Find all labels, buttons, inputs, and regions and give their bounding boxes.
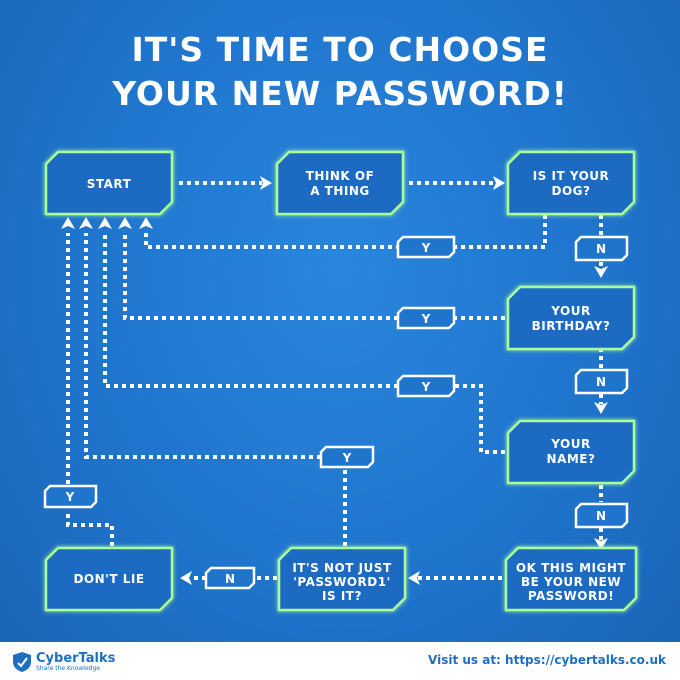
branch-labels: Y N Y N Y N Y	[43, 235, 629, 590]
label-no-name: N	[574, 502, 629, 529]
flowchart: START THINK OF A THING IS IT YOUR DOG? Y…	[43, 150, 638, 612]
node-password1-line-1: IT'S NOT JUST	[292, 561, 392, 575]
node-start-label: START	[87, 177, 132, 191]
connector-birthday-yes-start	[123, 233, 398, 320]
connector-dog-yes	[454, 215, 547, 249]
label-no-password1-text: N	[225, 572, 235, 586]
node-password1-line-2: 'PASSWORD1'	[293, 575, 391, 589]
label-no-dog: N	[574, 235, 629, 262]
node-think: THINK OF A THING	[275, 150, 405, 216]
label-no-name-text: N	[596, 509, 606, 523]
arrowhead-start-2	[79, 217, 93, 229]
connector-dontlie-yes	[66, 510, 114, 546]
page-title: IT'S TIME TO CHOOSE YOUR NEW PASSWORD!	[0, 28, 680, 116]
arrowhead-start-3	[98, 217, 112, 229]
node-password1-line-3: IS IT?	[322, 589, 362, 603]
arrowhead-start-1	[61, 217, 75, 229]
connector-dog-yes-start	[144, 233, 400, 249]
label-yes-dontlie-text: Y	[65, 490, 75, 504]
node-name-line-2: NAME?	[547, 452, 596, 466]
node-ok-line-3: PASSWORD!	[528, 589, 614, 603]
label-yes-dontlie: Y	[43, 484, 98, 509]
label-yes-dog: Y	[396, 235, 456, 259]
label-no-dog-text: N	[596, 242, 606, 256]
nodes: START THINK OF A THING IS IT YOUR DOG? Y…	[44, 150, 638, 612]
arrowhead-think	[260, 176, 272, 190]
node-ok-line-2: BE YOUR NEW	[521, 575, 621, 589]
node-birthday-line-1: YOUR	[550, 304, 590, 318]
brand-tagline: Share the Knowledge	[36, 664, 100, 672]
node-password1: IT'S NOT JUST 'PASSWORD1' IS IT?	[277, 546, 407, 612]
connectors	[66, 181, 603, 580]
node-start: START	[44, 150, 174, 216]
arrowhead-birthday	[594, 266, 608, 278]
node-name-line-1: YOUR	[550, 437, 590, 451]
arrowhead-name	[594, 402, 608, 414]
label-no-birthday: N	[574, 368, 629, 395]
label-yes-name-text: Y	[421, 380, 431, 394]
label-no-birthday-text: N	[596, 375, 606, 389]
label-yes-password1: Y	[319, 445, 375, 469]
cybertalks-logo[interactable]: CyberTalks Share the Knowledge	[12, 651, 115, 673]
node-dog-line-1: IS IT YOUR	[533, 169, 610, 183]
label-yes-dog-text: Y	[421, 241, 431, 255]
connector-password1-yes-start	[84, 233, 321, 459]
node-dog-line-2: DOG?	[552, 184, 591, 198]
connector-name-yes-start	[103, 233, 398, 388]
arrowhead-dog	[493, 176, 505, 190]
label-yes-password1-text: Y	[342, 451, 352, 465]
title-line-1: IT'S TIME TO CHOOSE	[131, 30, 549, 69]
title-line-2: YOUR NEW PASSWORD!	[112, 74, 568, 113]
arrowhead-password1	[408, 571, 420, 585]
node-dontlie-label: DON'T LIE	[73, 572, 144, 586]
arrowhead-start-4	[118, 217, 132, 229]
node-ok: OK THIS MIGHT BE YOUR NEW PASSWORD!	[504, 546, 638, 612]
shield-icon	[13, 652, 31, 672]
node-think-line-2: A THING	[310, 184, 370, 198]
label-no-password1: N	[204, 566, 256, 590]
node-birthday: YOUR BIRTHDAY?	[506, 285, 636, 351]
arrowhead-ok	[594, 538, 608, 550]
brand-name: CyberTalks	[36, 650, 116, 666]
node-think-line-1: THINK OF	[306, 169, 375, 183]
label-yes-birthday: Y	[396, 306, 456, 330]
footer: CyberTalks Share the Knowledge Visit us …	[0, 642, 680, 680]
arrowhead-dontlie	[180, 571, 192, 585]
node-dog: IS IT YOUR DOG?	[506, 150, 636, 216]
arrowhead-start-5	[139, 217, 153, 229]
node-name: YOUR NAME?	[506, 419, 636, 485]
node-birthday-line-2: BIRTHDAY?	[532, 319, 611, 333]
connector-name-yes	[454, 384, 505, 454]
node-ok-line-1: OK THIS MIGHT	[516, 561, 626, 575]
visit-link[interactable]: Visit us at: https://cybertalks.co.uk	[428, 653, 666, 667]
label-yes-name: Y	[396, 374, 456, 398]
node-dontlie: DON'T LIE	[44, 546, 174, 612]
label-yes-birthday-text: Y	[421, 312, 431, 326]
arrowheads	[61, 176, 608, 585]
